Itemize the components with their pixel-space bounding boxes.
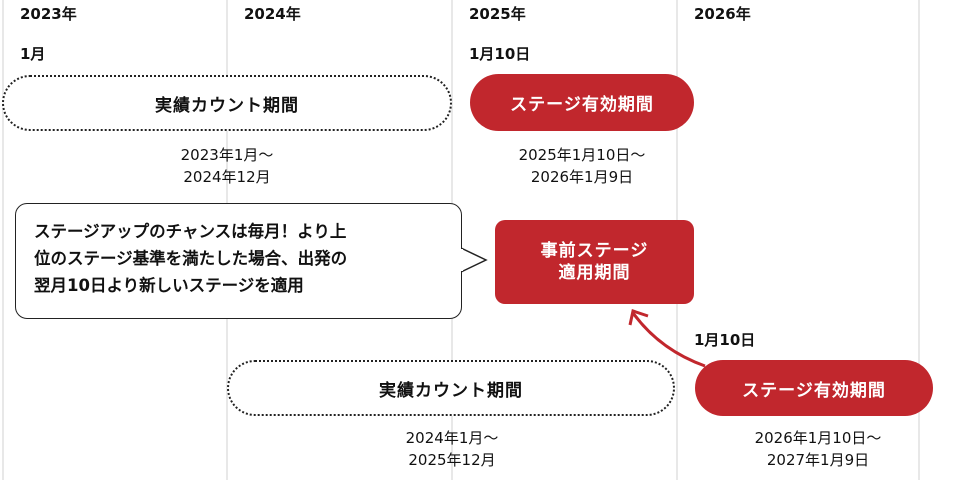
stage-period-dates: 2025年1月10日～ 2026年1月9日: [482, 144, 682, 188]
year-label: 2026年: [694, 5, 751, 23]
count-period-pill: 実績カウント期間: [227, 360, 675, 416]
arrow-head-icon: [628, 309, 649, 326]
stage-period-dates: 2026年1月10日～ 2027年1月9日: [718, 427, 918, 471]
bubble-line: 位のステージ基準を満たした場合、出発の: [34, 249, 348, 268]
bubble-tail: [460, 247, 488, 273]
start-month-label: 1月: [20, 45, 46, 63]
grid-line: [918, 0, 920, 480]
date-start: 2026年1月10日～: [754, 429, 882, 447]
date-end: 2026年1月9日: [530, 168, 634, 186]
year-label: 2023年: [20, 5, 77, 23]
year-label: 2024年: [244, 5, 301, 23]
advance-box-line: 事前ステージ: [540, 241, 649, 261]
count-period-dates: 2024年1月～ 2025年12月: [352, 427, 552, 471]
advance-stage-box: 事前ステージ 適用期間: [495, 220, 694, 304]
date-start: 2024年1月～: [405, 429, 499, 447]
date-end: 2024年12月: [183, 168, 271, 186]
stage-period-pill: ステージ有効期間: [695, 360, 933, 416]
bubble-line: 翌月10日より新しいステージを適用: [34, 276, 304, 295]
start-date-label: 1月10日: [469, 45, 531, 63]
date-end: 2025年12月: [408, 451, 496, 469]
advance-box-line: 適用期間: [558, 263, 631, 283]
bubble-line: ステージアップのチャンスは毎月！より上: [34, 222, 347, 241]
date-start: 2023年1月～: [180, 146, 274, 164]
date-end: 2027年1月9日: [766, 451, 870, 469]
year-label: 2025年: [469, 5, 526, 23]
stage-period-pill: ステージ有効期間: [470, 74, 694, 131]
date-start: 2025年1月10日～: [518, 146, 646, 164]
start-date-label: 1月10日: [694, 331, 756, 349]
arrow-curve: [631, 312, 706, 368]
grid-line: [2, 0, 4, 480]
count-period-dates: 2023年1月～ 2024年12月: [127, 144, 327, 188]
count-period-pill: 実績カウント期間: [2, 75, 452, 131]
bubble-tail-mask: [459, 249, 463, 271]
speech-bubble: ステージアップのチャンスは毎月！より上 位のステージ基準を満たした場合、出発の …: [15, 203, 462, 319]
